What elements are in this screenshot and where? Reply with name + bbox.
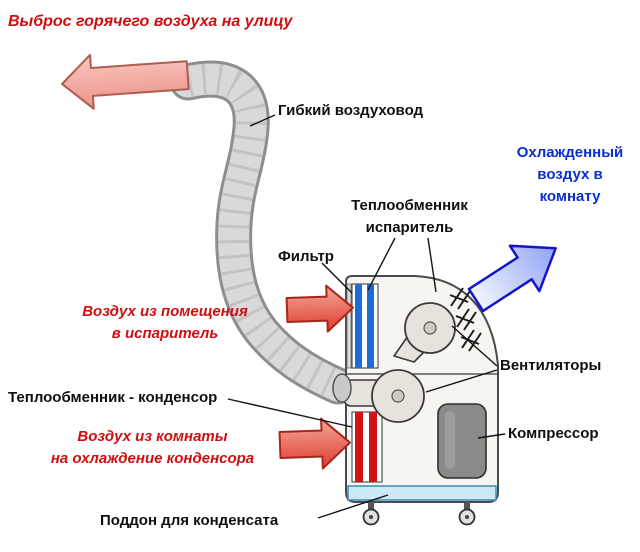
label-cooled-air: Охлажденный воздух в комнату — [516, 144, 624, 205]
label-evaporator: Теплообменник испаритель — [351, 197, 468, 236]
label-flexible-duct: Гибкий воздуховод — [278, 102, 424, 119]
duct-port — [332, 373, 352, 403]
label-exhaust-hot-air: Выброс горячего воздуха на улицу — [8, 13, 293, 30]
cool-air-arrow — [467, 244, 557, 313]
fan-upper — [393, 302, 456, 363]
condensate-tray-shape — [347, 485, 497, 501]
label-air-to-condenser: Воздух из комнаты на охлаждение конденсо… — [50, 428, 255, 467]
label-condenser: Теплообменник - конденсор — [8, 389, 218, 406]
label-fans: Вентиляторы — [500, 357, 602, 374]
leader-lines — [227, 114, 506, 519]
label-air-to-evaporator: Воздух из помещения в испаритель — [82, 303, 248, 342]
flexible-duct — [169, 60, 357, 405]
hot-air-exhaust-arrow — [61, 53, 190, 110]
wheels — [362, 502, 476, 526]
label-condensate-tray: Поддон для конденсата — [100, 512, 279, 529]
label-compressor: Компрессор — [508, 425, 599, 442]
fan-lower — [343, 369, 425, 423]
room-air-arrow-evaporator — [285, 284, 354, 333]
outlet-grille-hatches — [449, 287, 482, 352]
condenser-coil — [351, 411, 383, 483]
room-air-arrow-condenser — [278, 417, 351, 470]
compressor-block — [437, 403, 487, 479]
label-filter: Фильтр — [278, 248, 334, 265]
evaporator-coil — [351, 283, 379, 369]
filter-strip — [346, 283, 352, 369]
